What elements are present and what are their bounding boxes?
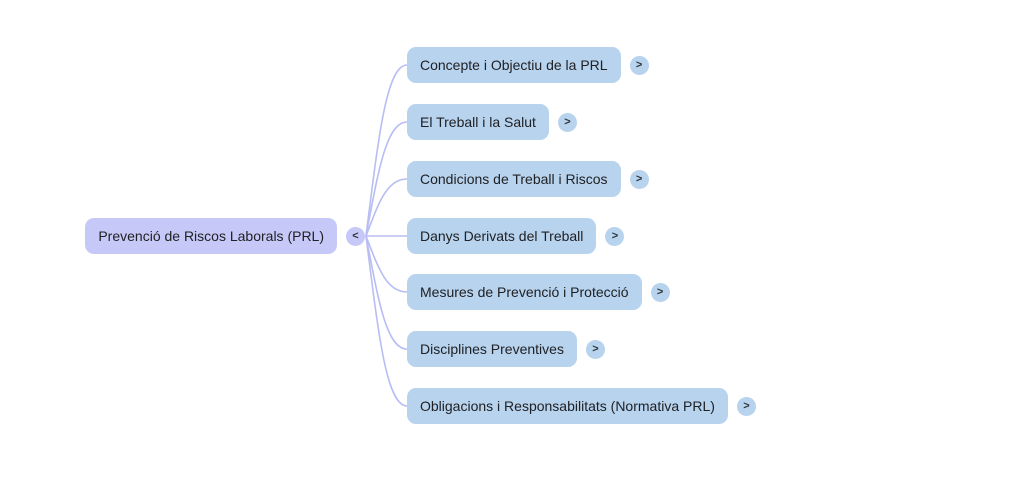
expand-button[interactable]: > <box>585 339 605 359</box>
collapse-button[interactable]: < <box>346 226 365 246</box>
connector-line <box>365 64 408 237</box>
child-row: Condicions de Treball i Riscos > <box>407 161 649 197</box>
expand-button[interactable]: > <box>629 169 649 189</box>
expand-chevron-icon: > <box>592 343 599 355</box>
expand-button[interactable]: > <box>557 112 577 132</box>
expand-button[interactable]: > <box>605 226 625 246</box>
child-node-label: El Treball i la Salut <box>420 114 536 130</box>
child-node-label: Condicions de Treball i Riscos <box>420 171 608 187</box>
expand-chevron-icon: > <box>564 116 571 128</box>
root-node[interactable]: Prevenció de Riscos Laborals (PRL) <box>85 218 337 254</box>
child-node-disciplines-preventives[interactable]: Disciplines Preventives <box>407 331 577 367</box>
child-node-label: Concepte i Objectiu de la PRL <box>420 57 608 73</box>
expand-chevron-icon: > <box>656 286 664 298</box>
child-node-label: Obligacions i Responsabilitats (Normativ… <box>420 398 715 414</box>
child-row: Mesures de Prevenció i Protecció > <box>407 274 670 310</box>
child-row: Concepte i Objectiu de la PRL > <box>407 47 649 83</box>
collapse-chevron-icon: < <box>352 230 359 242</box>
child-node-concepte-objectiu[interactable]: Concepte i Objectiu de la PRL <box>407 47 621 83</box>
expand-button[interactable]: > <box>650 282 670 302</box>
child-row: Disciplines Preventives > <box>407 331 605 367</box>
child-node-danys-derivats[interactable]: Danys Derivats del Treball <box>407 218 597 254</box>
connector-line <box>365 178 408 237</box>
connector-line <box>365 121 408 237</box>
child-node-treball-salut[interactable]: El Treball i la Salut <box>407 104 549 140</box>
connector-line <box>365 235 408 293</box>
expand-chevron-icon: > <box>611 230 619 242</box>
expand-chevron-icon: > <box>635 59 643 71</box>
child-row: Danys Derivats del Treball > <box>407 218 625 254</box>
expand-chevron-icon: > <box>743 400 750 412</box>
child-node-label: Disciplines Preventives <box>420 341 564 357</box>
expand-button[interactable]: > <box>629 55 649 75</box>
root-row: Prevenció de Riscos Laborals (PRL) < <box>85 218 365 254</box>
child-row: Obligacions i Responsabilitats (Normativ… <box>407 388 756 424</box>
child-row: El Treball i la Salut > <box>407 104 577 140</box>
child-node-label: Mesures de Prevenció i Protecció <box>420 284 629 300</box>
expand-button[interactable]: > <box>736 396 756 416</box>
root-node-label: Prevenció de Riscos Laborals (PRL) <box>98 228 324 244</box>
connector-line <box>365 235 408 407</box>
child-node-obligacions-responsabilitats[interactable]: Obligacions i Responsabilitats (Normativ… <box>407 388 728 424</box>
child-node-mesures-prevencio[interactable]: Mesures de Prevenció i Protecció <box>407 274 642 310</box>
connector-line <box>365 235 408 350</box>
child-node-condicions-riscos[interactable]: Condicions de Treball i Riscos <box>407 161 621 197</box>
child-node-label: Danys Derivats del Treball <box>420 228 584 244</box>
expand-chevron-icon: > <box>635 173 643 185</box>
